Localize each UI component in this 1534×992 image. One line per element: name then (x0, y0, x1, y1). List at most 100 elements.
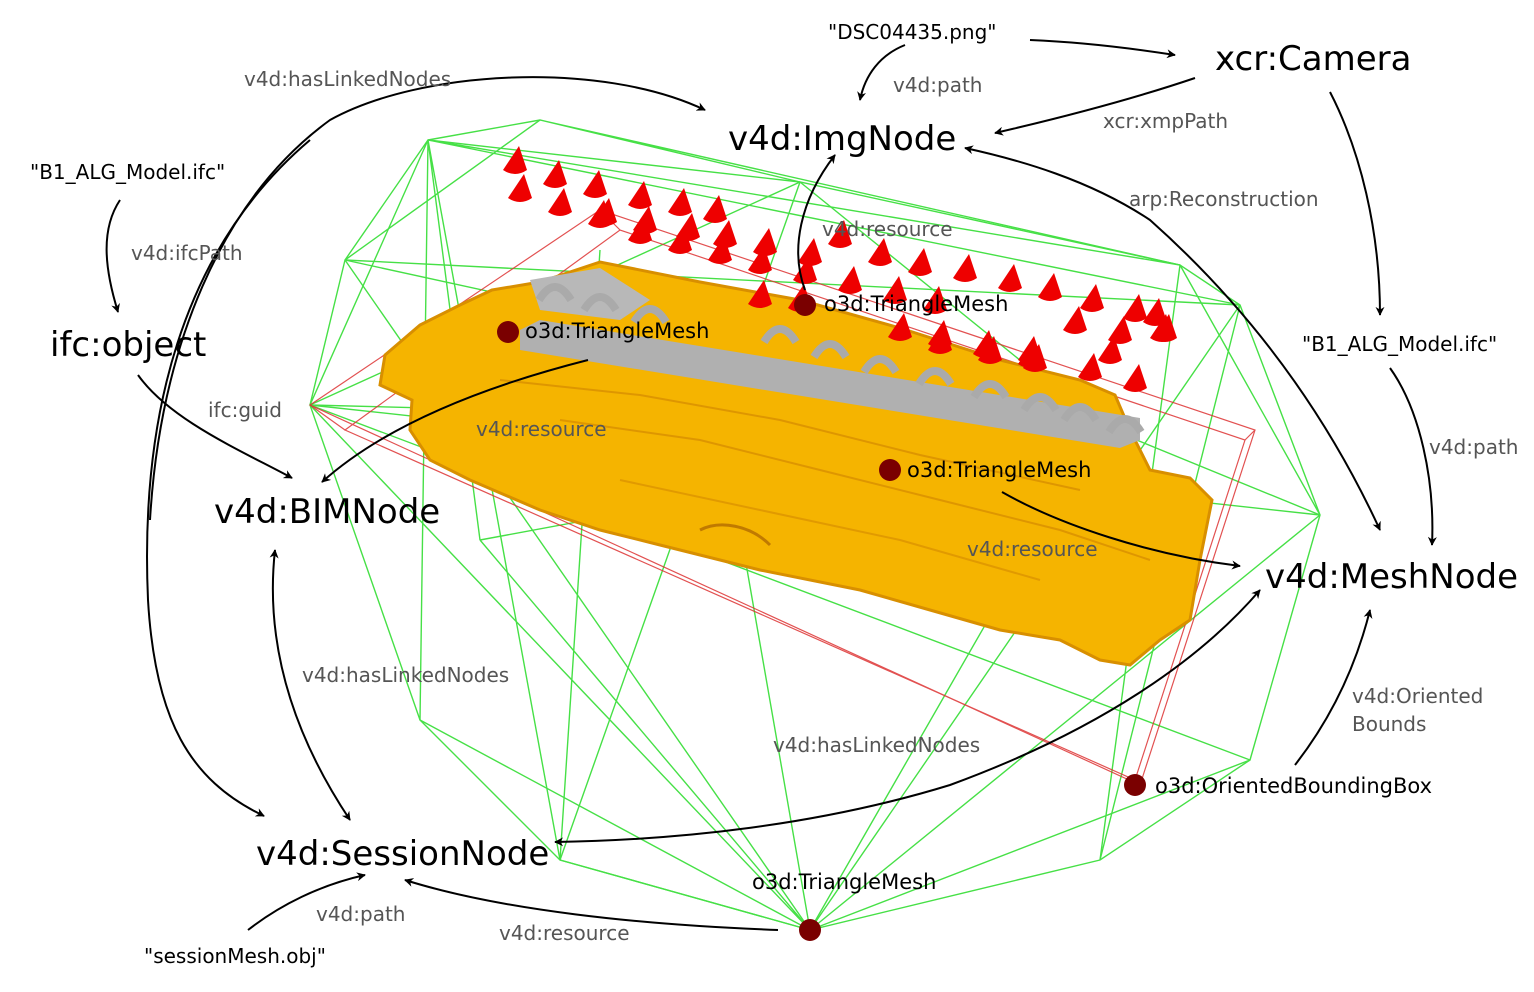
camera-cone (543, 160, 567, 188)
ifc-literal-left: "B1_ALG_Model.ifc" (30, 160, 226, 184)
edge-label-haslinked-mesh: v4d:hasLinkedNodes (773, 733, 981, 757)
edge-label-img-path: v4d:path (893, 73, 983, 97)
bim-arch (915, 367, 955, 387)
arrow-bim-session-haslinked (269, 549, 351, 821)
camera-cone (888, 313, 912, 341)
session-node-label: v4d:SessionNode (256, 834, 550, 874)
camera-cone (1063, 306, 1087, 334)
edge-label-haslinked-bim: v4d:hasLinkedNodes (302, 663, 510, 687)
arrow-mesh-session-haslinked (554, 589, 1261, 847)
bim-arch (860, 355, 900, 375)
camera-cone (628, 181, 652, 209)
edge-label-haslinked-top: v4d:hasLinkedNodes (244, 67, 452, 91)
session-obj-literal: "sessionMesh.obj" (144, 944, 326, 968)
camera-cone (1123, 364, 1147, 392)
arrow-camera-to-right-ifc (1329, 91, 1385, 316)
arrow-camera-to-img-xmppath (994, 77, 1196, 136)
bim-node-label: v4d:BIMNode (214, 492, 441, 532)
edge-label-resource-bim: v4d:resource (476, 417, 607, 441)
arrow-right-ifc-to-mesh-path (1389, 367, 1437, 546)
mesh-node-label: v4d:MeshNode (1265, 557, 1519, 597)
camera-cone (923, 286, 947, 314)
edge-label-resource-mesh: v4d:resource (967, 537, 1098, 561)
camera-cone (1078, 353, 1102, 381)
bim-arch (760, 325, 800, 345)
relation-arrows (105, 39, 1437, 931)
bim-arch (535, 283, 575, 303)
camera-cone (908, 248, 932, 276)
camera-cone (928, 326, 952, 354)
camera-cone (1080, 284, 1104, 312)
camera-cone (838, 266, 862, 294)
arrow-bim-to-img-haslinked (149, 76, 706, 521)
arrow-mesh-to-img-reconstruction (964, 145, 1381, 531)
camera-cone (588, 200, 612, 228)
camera-cone (868, 238, 892, 266)
camera-cone (793, 256, 817, 284)
tm-left-dot (497, 321, 519, 343)
arrow-tm-left-to-bim-resource (321, 359, 589, 483)
arrow-dsc-to-img (857, 44, 906, 101)
bim-arch (630, 305, 670, 325)
edge-label-resource-session: v4d:resource (499, 921, 630, 945)
arrow-session-obj-to-session-path (247, 872, 366, 931)
edge-label-mesh-path: v4d:path (1429, 435, 1519, 459)
arrow-tm-bottom-to-session-resource (404, 878, 779, 931)
tm-mid-label: o3d:TriangleMesh (907, 458, 1092, 482)
arrow-obb-to-mesh-orientedbounds (1294, 609, 1373, 766)
arrow-tm-top-to-img-resource (797, 154, 836, 291)
edge-label-reconstruction: arp:Reconstruction (1129, 187, 1319, 211)
edge-label-oriented-bounds: v4d:Oriented Bounds (1352, 684, 1484, 736)
camera-cone (998, 264, 1022, 292)
camera-cone (548, 188, 572, 216)
arrow-dsc-to-camera (1029, 39, 1176, 59)
arrow-camera-down (254, 808, 265, 817)
camera-cone (883, 276, 907, 304)
arrow-img-to-session-haslinked (146, 139, 311, 816)
camera-cone (508, 174, 532, 202)
ifc-literal-right: "B1_ALG_Model.ifc" (1302, 332, 1498, 356)
camera-cone (828, 220, 852, 248)
edge-label-ifc-guid: ifc:guid (208, 398, 282, 422)
camera-cone (953, 254, 977, 282)
camera-node-label: xcr:Camera (1215, 39, 1412, 79)
edge-label-ifcpath: v4d:ifcPath (131, 241, 243, 265)
arrow-ifc-object-to-bim-guid (137, 374, 293, 479)
tm-bottom-dot (799, 919, 821, 941)
tm-mid-dot (879, 459, 901, 481)
camera-cone (798, 238, 822, 266)
edge-label-resource-img: v4d:resource (822, 217, 953, 241)
instance-dots (497, 294, 1146, 941)
bim-arch (810, 340, 850, 360)
camera-cone (1143, 298, 1167, 326)
camera-cone (748, 246, 772, 274)
img-node-label: v4d:ImgNode (728, 119, 957, 159)
camera-cone (713, 220, 737, 248)
arrow-ifc-literal-to-ifc-object (105, 199, 121, 313)
camera-cone (753, 228, 777, 256)
tm-top-label: o3d:TriangleMesh (824, 292, 1009, 316)
camera-cone (503, 146, 527, 174)
obb-dot (1124, 774, 1146, 796)
camera-cone (708, 236, 732, 264)
edge-label-xmppath: xcr:xmpPath (1103, 109, 1229, 133)
bim-arch (580, 293, 620, 313)
tm-top-dot (794, 294, 816, 316)
camera-cone (628, 216, 652, 244)
ifc-object-node-label: ifc:object (50, 325, 207, 365)
tm-left-label: o3d:TriangleMesh (525, 319, 710, 343)
camera-cone (1123, 294, 1147, 322)
obb-label: o3d:OrientedBoundingBox (1155, 774, 1433, 798)
camera-cone (583, 170, 607, 198)
dsc-literal: "DSC04435.png" (828, 20, 997, 44)
tm-bottom-label: o3d:TriangleMesh (752, 870, 937, 894)
camera-cone (668, 226, 692, 254)
edge-label-session-path: v4d:path (316, 902, 406, 926)
arrow-tm-mid-to-mesh-resource (1001, 491, 1241, 570)
camera-cone (748, 280, 772, 308)
camera-cone (668, 188, 692, 216)
camera-cone (1038, 273, 1062, 301)
camera-cone (703, 195, 727, 223)
